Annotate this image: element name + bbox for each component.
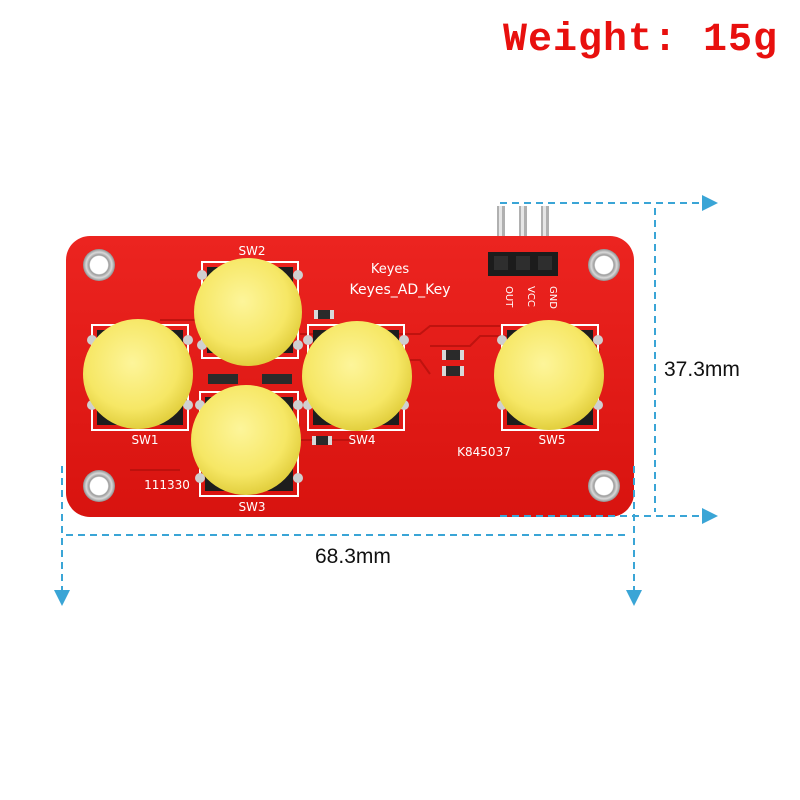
dimension-arrowheads — [54, 195, 718, 606]
height-dimension-label: 37.3mm — [664, 358, 740, 381]
batch-label: 111330 — [144, 478, 190, 492]
switch-sw1: SW1 — [83, 319, 193, 447]
serial-label: K845037 — [457, 445, 511, 459]
button-cap — [494, 320, 604, 430]
switch-sw4: SW4 — [302, 321, 412, 447]
button-cap — [194, 258, 302, 366]
model-label: Keyes_AD_Key — [349, 282, 450, 298]
pin-header — [497, 206, 549, 258]
pin-label-out: OUT — [503, 286, 514, 308]
button-cap — [83, 319, 193, 429]
mounting-hole-top-right — [588, 249, 620, 281]
switch-sw2: SW2 — [194, 244, 303, 366]
switch-label-sw1: SW1 — [131, 433, 158, 447]
mounting-hole-bottom-left — [83, 470, 115, 502]
mounting-hole-top-left — [83, 249, 115, 281]
switch-label-sw5: SW5 — [538, 433, 565, 447]
brand-label: Keyes — [371, 262, 410, 277]
weight-label: Weight: 15g — [502, 18, 778, 63]
arrowhead-down — [54, 590, 70, 606]
arrowhead-right — [702, 195, 718, 211]
smd-resistors — [208, 310, 464, 445]
switch-sw3: SW3 — [191, 385, 303, 514]
arrowhead-right — [702, 508, 718, 524]
arrowhead-down — [626, 590, 642, 606]
width-dimension-label: 68.3mm — [315, 545, 391, 568]
button-cap — [191, 385, 301, 495]
switch-label-sw3: SW3 — [238, 500, 265, 514]
pin-label-vcc: VCC — [525, 286, 536, 307]
dimension-lines — [61, 202, 708, 594]
mounting-hole-bottom-right — [588, 470, 620, 502]
switch-sw5: SW5 — [494, 320, 604, 447]
button-cap — [302, 321, 412, 431]
pin-label-gnd: GND — [547, 286, 558, 309]
switch-label-sw2: SW2 — [238, 244, 265, 258]
switch-label-sw4: SW4 — [348, 433, 375, 447]
